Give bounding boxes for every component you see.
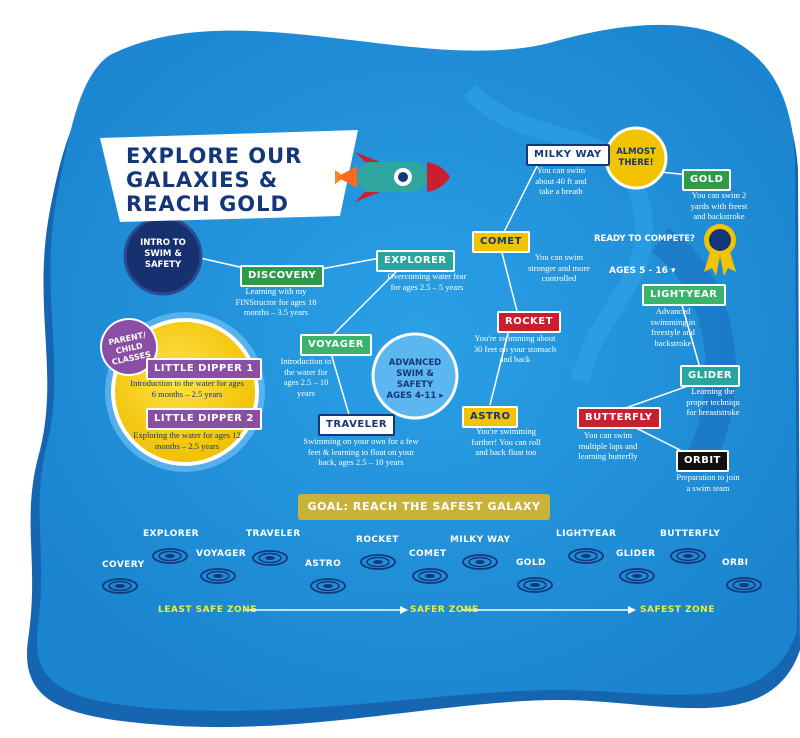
galaxy-row-label: VOYAGER xyxy=(196,549,247,559)
little-dipper-2-desc: Exploring the water for ages 12 months –… xyxy=(133,430,241,451)
goal-banner: GOAL: REACH THE SAFEST GALAXY xyxy=(307,500,541,513)
galaxy-swirl-icon xyxy=(670,548,706,564)
zone-safer: SAFER ZONE xyxy=(410,605,479,615)
intro-label: INTRO TO SWIM & SAFETY xyxy=(133,238,193,271)
level-orbit-desc: Preparation to join a swim team xyxy=(676,472,740,493)
level-lightyear-desc: Advanced swimming in freestyle and backs… xyxy=(650,306,696,348)
galaxy-swirl-icon xyxy=(462,554,498,570)
galaxy-row-label: ORBI xyxy=(722,558,749,568)
level-butterfly-desc: You can swim multiple laps and learning … xyxy=(578,430,638,461)
galaxy-row-label: ASTRO xyxy=(305,559,342,569)
almost-there-line-2: THERE! xyxy=(618,158,654,168)
ready-ages-dropdown[interactable]: AGES 5 - 16 ▾ xyxy=(609,266,676,276)
galaxy-swirl-icon xyxy=(517,577,553,593)
galaxy-swirl-icon xyxy=(360,554,396,570)
level-orbit-label: ORBIT xyxy=(676,450,729,472)
galaxy-row-label: MILKY WAY xyxy=(450,535,511,545)
advanced-line-1: ADVANCED xyxy=(388,358,442,368)
page-title: EXPLORE OUR GALAXIES & REACH GOLD xyxy=(126,144,302,216)
level-butterfly-label: BUTTERFLY xyxy=(577,407,661,429)
level-lightyear-label: LIGHTYEAR xyxy=(642,284,726,306)
little-dipper-2-label: LITTLE DIPPER 2 xyxy=(146,408,262,430)
title-line-1: EXPLORE OUR xyxy=(126,144,303,168)
level-astro-desc: You're swimming further! You can roll an… xyxy=(471,426,541,457)
level-traveler-label: TRAVELER xyxy=(318,414,396,436)
galaxy-row-label: GOLD xyxy=(516,558,546,568)
almost-there-label: ALMOST THERE! xyxy=(612,147,660,169)
intro-line-2: SWIM & xyxy=(144,249,182,259)
level-traveler-desc: Swimming on your own for a few feet & le… xyxy=(303,436,419,467)
galaxy-row-label: BUTTERFLY xyxy=(660,529,721,539)
galaxy-swirl-icon xyxy=(568,548,604,564)
level-astro-label: ASTRO xyxy=(462,406,519,428)
galaxy-swirl-icon xyxy=(200,568,236,584)
advanced-line-3: AGES 4-11 ▸ xyxy=(386,391,444,401)
advanced-line-2: SWIM & SAFETY xyxy=(396,369,434,390)
level-rocket-desc: You're swimming about 30 feet on your st… xyxy=(473,333,557,364)
ready-to-compete-question: READY TO COMPETE? xyxy=(594,234,695,244)
intro-line-1: INTRO TO xyxy=(140,238,186,248)
galaxy-row-label: ROCKET xyxy=(356,535,399,545)
advanced-circle xyxy=(371,332,459,420)
galaxy-row-label: TRAVELER xyxy=(246,529,301,539)
little-dipper-1-label: LITTLE DIPPER 1 xyxy=(146,358,262,380)
title-line-2: GALAXIES & xyxy=(126,168,279,192)
level-comet-label: COMET xyxy=(472,231,530,253)
level-gold-desc: You can swim 2 yards with freest and bac… xyxy=(690,190,748,221)
almost-there-line-1: ALMOST xyxy=(616,147,656,157)
level-glider-label: GLIDER xyxy=(680,365,741,387)
level-milky-way-label: MILKY WAY xyxy=(526,144,610,166)
level-discovery-desc: Learning with my FINStructor for ages 18… xyxy=(235,286,317,317)
zone-least-safe: LEAST SAFE ZONE xyxy=(158,605,257,615)
galaxy-row-label: COMET xyxy=(409,549,447,559)
ribbon-badge-icon xyxy=(704,224,736,276)
level-explorer-desc: Overcoming water fear for ages 2.5 – 5 y… xyxy=(387,271,467,292)
galaxy-row-label: GLIDER xyxy=(616,549,656,559)
advanced-label: ADVANCED SWIM & SAFETY AGES 4-11 ▸ xyxy=(379,358,451,402)
galaxy-swirl-icon xyxy=(412,568,448,584)
level-glider-desc: Learning the proper techniqu for breasts… xyxy=(686,386,740,417)
zone-safest: SAFEST ZONE xyxy=(640,605,715,615)
level-discovery-label: DISCOVERY xyxy=(240,265,325,287)
level-voyager-desc: Introduction to the water for ages 2.5 –… xyxy=(280,356,332,398)
galaxy-swirl-icon xyxy=(310,578,346,594)
galaxy-swirl-icon xyxy=(152,548,188,564)
level-gold-label: GOLD xyxy=(682,169,732,191)
intro-line-3: SAFETY xyxy=(144,260,182,270)
rocket-icon xyxy=(335,152,450,202)
level-explorer-label: EXPLORER xyxy=(376,250,455,272)
level-comet-desc: You can swim stronger and more controlle… xyxy=(528,252,590,283)
galaxy-row-label: LIGHTYEAR xyxy=(556,529,617,539)
little-dipper-1-desc: Introduction to the water for ages 6 mon… xyxy=(130,378,244,399)
title-line-3: REACH GOLD xyxy=(126,192,289,216)
galaxy-swirl-icon xyxy=(619,568,655,584)
galaxy-swirl-icon xyxy=(102,578,138,594)
galaxy-swirl-icon xyxy=(252,550,288,566)
galaxy-row-label: EXPLORER xyxy=(143,529,199,539)
galaxy-swirl-icon xyxy=(726,577,762,593)
level-milky-way-desc: You can swim about 40 ft and take a brea… xyxy=(535,165,587,196)
level-voyager-label: VOYAGER xyxy=(300,334,372,356)
level-rocket-label: ROCKET xyxy=(497,311,561,333)
title-card xyxy=(100,130,358,222)
galaxy-row-label: COVERY xyxy=(102,560,145,570)
